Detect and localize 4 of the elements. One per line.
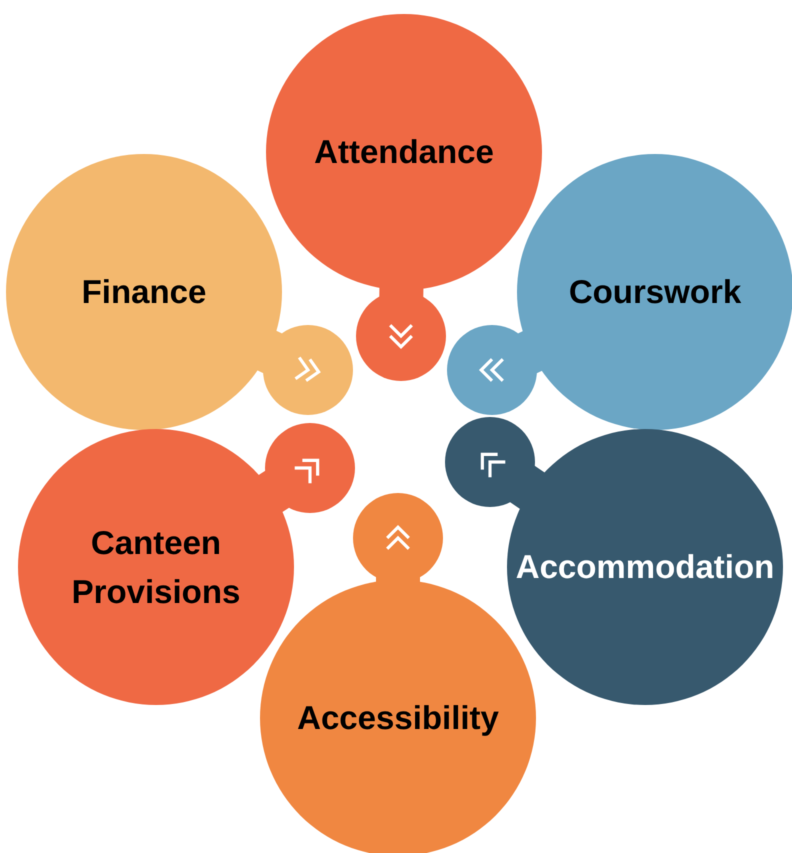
circle-node: Courswork xyxy=(517,154,792,430)
circle-node: Attendance xyxy=(266,14,542,290)
circle-node: Accessibility xyxy=(260,580,536,853)
circle-node: Finance xyxy=(6,154,282,430)
